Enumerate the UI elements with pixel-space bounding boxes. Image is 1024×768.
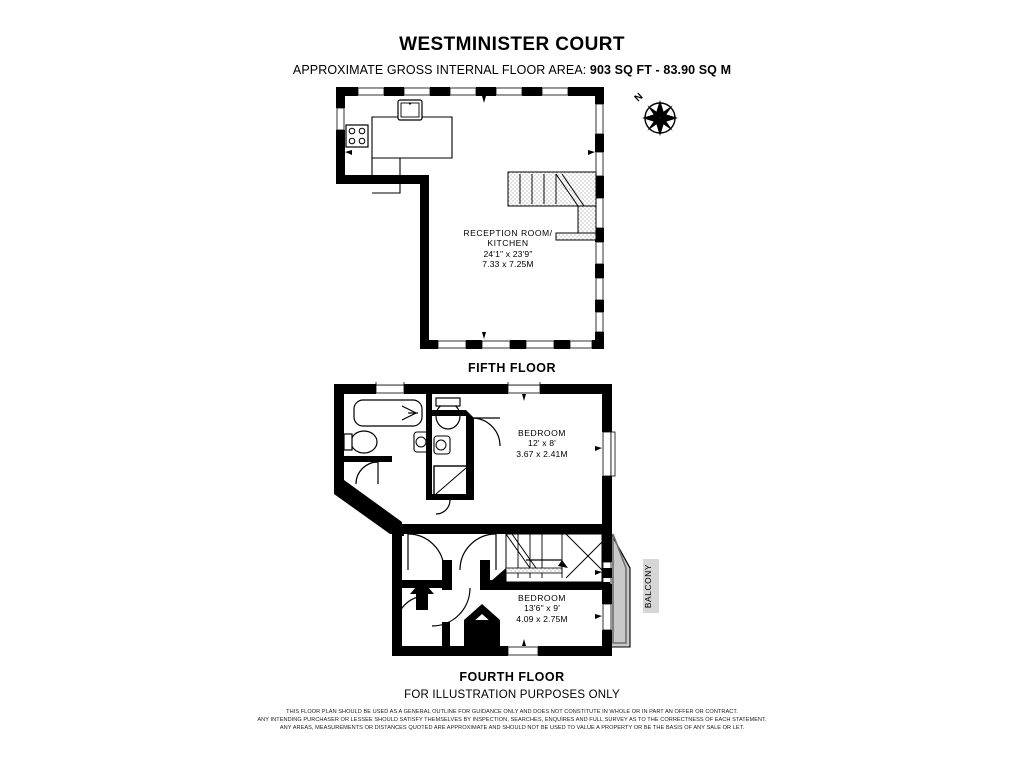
- compass-north-label: N: [633, 91, 646, 104]
- fifth-floor-windows-top: [357, 87, 569, 96]
- page-title: WESTMINISTER COURT: [399, 34, 625, 55]
- compass-rose-icon: N: [630, 88, 690, 144]
- fourth-floor-windows-top: [375, 382, 541, 394]
- bathtub-icon: [353, 399, 423, 427]
- fifth-floor-windows-bottom: [437, 340, 593, 349]
- floor-label-fourth: FOURTH FLOOR: [459, 670, 565, 684]
- floor-area-sqft: 903 SQ FT: [589, 63, 652, 77]
- floor-area-line: APPROXIMATE GROSS INTERNAL FLOOR AREA: 9…: [0, 63, 1024, 77]
- kitchen-counter: [345, 116, 453, 194]
- stair-direction-arrow: [526, 559, 568, 568]
- balcony-label: BALCONY: [643, 559, 659, 613]
- floor-area-dash: -: [655, 63, 660, 77]
- room-label-bedroom-2: BEDROOM 13'6" x 9' 4.09 x 2.75M: [482, 593, 602, 624]
- disclaimer-line-1: THIS FLOOR PLAN SHOULD BE USED AS A GENE…: [286, 709, 738, 715]
- fifth-floor-windows-right: [595, 103, 604, 333]
- room-dim-imperial: 13'6" x 9': [523, 603, 561, 614]
- fifth-floor-door-markers: [345, 96, 595, 339]
- toilet-icon-1: [343, 430, 378, 454]
- disclaimer-line-2: ANY INTENDING PURCHASER OR LESSEE SHOULD…: [257, 717, 767, 724]
- room-dim-metric: 7.33 x 7.25M: [482, 259, 534, 270]
- room-name-2: KITCHEN: [487, 238, 529, 249]
- fourth-floor-wall-arrows: [522, 394, 602, 646]
- washbasin-icon-2: [433, 435, 451, 455]
- disclaimer: THIS FLOOR PLAN SHOULD BE USED AS A GENE…: [0, 708, 1024, 733]
- room-dim-metric: 3.67 x 2.41M: [516, 448, 568, 459]
- room-dim-imperial: 12' x 8': [528, 438, 556, 449]
- staircase-icon: [505, 533, 603, 583]
- fourth-floor-plan: [330, 382, 640, 668]
- fifth-floor-window-left: [336, 107, 345, 131]
- sink-icon: [397, 99, 423, 121]
- fifth-floor-plan: [330, 86, 630, 358]
- entrance-arrow-icon: [410, 580, 434, 610]
- room-dim-metric: 4.09 x 2.75M: [516, 613, 568, 624]
- bathroom-partitions: [344, 394, 474, 500]
- fourth-floor-windows-bottom: [507, 646, 539, 656]
- fifth-floor-walls: [336, 87, 604, 349]
- hob-icon: [345, 124, 369, 148]
- cupboard-zigzag-icon: [470, 625, 498, 651]
- room-label-reception-kitchen: RECEPTION ROOM/ KITCHEN 24'1" x 23'9" 7.…: [443, 228, 573, 270]
- disclaimer-line-3: ANY AREAS, MEASUREMENTS OR DISTANCES QUO…: [279, 725, 745, 732]
- room-name: BEDROOM: [518, 428, 566, 438]
- floor-area-prefix: APPROXIMATE GROSS INTERNAL FLOOR AREA:: [292, 63, 587, 77]
- room-label-bedroom-1: BEDROOM 12' x 8' 3.67 x 2.41M: [482, 428, 602, 459]
- balcony-shape: [608, 529, 631, 648]
- room-name: RECEPTION ROOM/: [463, 228, 553, 238]
- floor-area-sqm: 83.90 SQ M: [663, 63, 732, 77]
- room-name: BEDROOM: [518, 593, 566, 603]
- staircase-icon: [507, 171, 597, 241]
- room-dim-imperial: 24'1" x 23'9": [483, 248, 533, 259]
- floor-label-fifth: FIFTH FLOOR: [467, 361, 557, 375]
- illustration-note: FOR ILLUSTRATION PURPOSES ONLY: [404, 689, 620, 701]
- shower-icon: [433, 465, 469, 497]
